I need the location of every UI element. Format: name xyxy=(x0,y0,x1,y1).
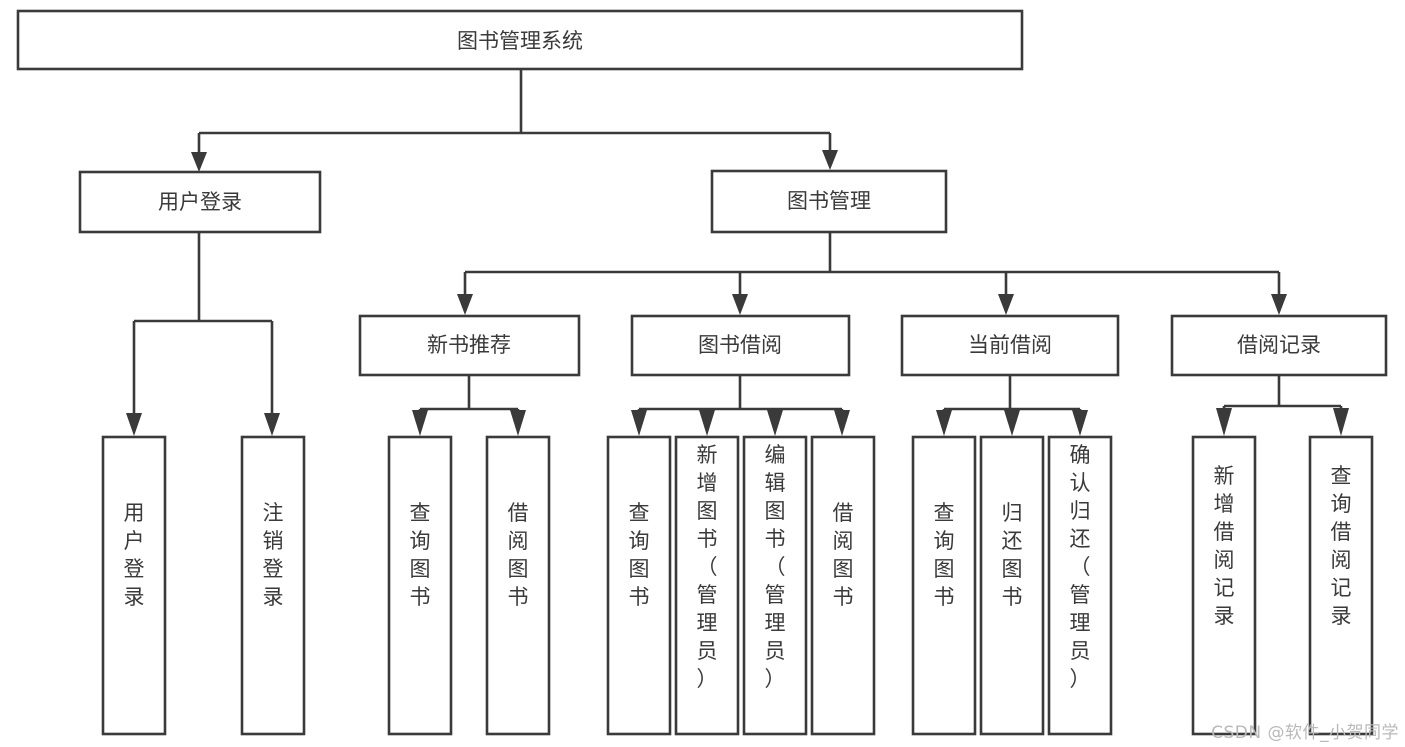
arrowhead-leaf-query-book-1 xyxy=(412,410,428,436)
node-book-manage-label: 图书管理 xyxy=(787,189,871,213)
node-current-borrow[interactable]: 当前借阅 xyxy=(900,314,1120,377)
arrowhead-leaf-confirm-return xyxy=(1072,410,1088,436)
node-new-book-rec-box[interactable] xyxy=(358,314,581,377)
node-leaf-query-book-2[interactable]: 查询图书 xyxy=(606,435,672,736)
node-leaf-edit-book-box[interactable] xyxy=(742,435,808,736)
node-user-login-label: 用户登录 xyxy=(158,190,242,214)
node-new-book-rec[interactable]: 新书推荐 xyxy=(358,314,581,377)
node-user-login-box[interactable] xyxy=(78,170,322,234)
node-leaf-edit-book-label: 编辑图书（管理员） xyxy=(765,443,786,691)
arrowhead-leaf-borrow-book-2 xyxy=(834,410,850,436)
node-borrow-record-box[interactable] xyxy=(1170,314,1388,377)
arrowhead-leaf-add-record xyxy=(1216,408,1232,436)
arrowhead-leaf-borrow-book-1 xyxy=(510,410,526,436)
node-book-borrow[interactable]: 图书借阅 xyxy=(630,314,851,377)
node-leaf-query-book-1-label: 查询图书 xyxy=(410,501,431,609)
node-leaf-borrow-book-2[interactable]: 借阅图书 xyxy=(810,435,876,736)
node-leaf-logout-box[interactable] xyxy=(240,435,306,736)
node-leaf-borrow-book-2-label: 借阅图书 xyxy=(833,501,854,609)
node-root-label: 图书管理系统 xyxy=(457,29,583,53)
node-leaf-add-record-box[interactable] xyxy=(1191,435,1257,736)
csdn-watermark: CSDN @软件_小贺同学 xyxy=(1211,723,1399,743)
node-leaf-user-login-box[interactable] xyxy=(101,435,167,736)
node-leaf-query-book-3-label: 查询图书 xyxy=(934,501,955,609)
node-leaf-user-login-label: 用户登录 xyxy=(124,501,145,609)
node-leaf-borrow-book-1[interactable]: 借阅图书 xyxy=(485,435,551,736)
node-leaf-add-book-box[interactable] xyxy=(674,435,740,736)
node-leaf-query-record-box[interactable] xyxy=(1308,435,1374,736)
node-leaf-logout-label: 注销登录 xyxy=(263,501,284,609)
arrowhead-leaf-query-book-2 xyxy=(631,410,647,436)
node-leaf-confirm-return-label: 确认归还（管理员） xyxy=(1070,443,1091,691)
node-leaf-query-book-1-box[interactable] xyxy=(387,435,453,736)
node-leaf-confirm-return[interactable]: 确认归还（管理员） xyxy=(1047,435,1113,736)
arrowhead-leaf-query-book-3 xyxy=(936,410,952,436)
node-current-borrow-box[interactable] xyxy=(900,314,1120,377)
node-user-login[interactable]: 用户登录 xyxy=(78,170,322,234)
node-leaf-borrow-book-1-box[interactable] xyxy=(485,435,551,736)
node-leaf-query-book-3[interactable]: 查询图书 xyxy=(911,435,977,736)
node-leaf-add-record[interactable]: 新增借阅记录 xyxy=(1191,435,1257,736)
arrowhead-leaf-user-login xyxy=(126,413,142,436)
arrowhead-leaf-return-book xyxy=(1004,410,1020,436)
node-leaf-return-book-box[interactable] xyxy=(979,435,1045,736)
node-leaf-return-book-label: 归还图书 xyxy=(1002,501,1023,609)
node-leaf-borrow-book-1-label: 借阅图书 xyxy=(508,501,529,609)
node-leaf-query-book-2-box[interactable] xyxy=(606,435,672,736)
node-root[interactable]: 图书管理系统 xyxy=(16,9,1024,71)
arrowhead-leaf-edit-book xyxy=(767,410,783,436)
arrowhead-current-borrow xyxy=(998,294,1014,315)
node-borrow-record[interactable]: 借阅记录 xyxy=(1170,314,1388,377)
node-current-borrow-label: 当前借阅 xyxy=(968,333,1052,357)
arrowhead-borrow-record xyxy=(1271,294,1287,315)
connector-layer xyxy=(126,69,1349,436)
arrowhead-book-borrow xyxy=(732,294,748,315)
node-leaf-query-record-label: 查询借阅记录 xyxy=(1331,464,1352,628)
arrowhead-leaf-logout xyxy=(264,413,280,436)
node-leaf-logout[interactable]: 注销登录 xyxy=(240,435,306,736)
node-leaf-confirm-return-box[interactable] xyxy=(1047,435,1113,736)
arrowhead-leaf-query-record xyxy=(1333,408,1349,436)
node-new-book-rec-label: 新书推荐 xyxy=(427,333,511,357)
node-leaf-user-login[interactable]: 用户登录 xyxy=(101,435,167,736)
node-leaf-add-book[interactable]: 新增图书（管理员） xyxy=(674,435,740,736)
node-leaf-borrow-book-2-box[interactable] xyxy=(810,435,876,736)
node-book-manage[interactable]: 图书管理 xyxy=(710,169,948,234)
node-leaf-edit-book[interactable]: 编辑图书（管理员） xyxy=(742,435,808,736)
arrowhead-new-book-rec xyxy=(457,294,473,315)
node-leaf-query-book-2-label: 查询图书 xyxy=(629,501,650,609)
arrowhead-book-manage xyxy=(822,150,838,170)
node-borrow-record-label: 借阅记录 xyxy=(1237,333,1321,357)
node-leaf-return-book[interactable]: 归还图书 xyxy=(979,435,1045,736)
node-leaf-query-record[interactable]: 查询借阅记录 xyxy=(1308,435,1374,736)
node-book-borrow-label: 图书借阅 xyxy=(698,333,782,357)
node-leaf-query-book-3-box[interactable] xyxy=(911,435,977,736)
node-book-manage-box[interactable] xyxy=(710,169,948,234)
node-book-borrow-box[interactable] xyxy=(630,314,851,377)
node-leaf-add-record-label: 新增借阅记录 xyxy=(1214,464,1235,628)
node-leaf-query-book-1[interactable]: 查询图书 xyxy=(387,435,453,736)
arrowhead-user-login xyxy=(191,152,207,172)
node-root-box[interactable] xyxy=(16,9,1024,71)
arrowhead-leaf-add-book xyxy=(699,410,715,436)
node-leaf-add-book-label: 新增图书（管理员） xyxy=(697,443,718,691)
